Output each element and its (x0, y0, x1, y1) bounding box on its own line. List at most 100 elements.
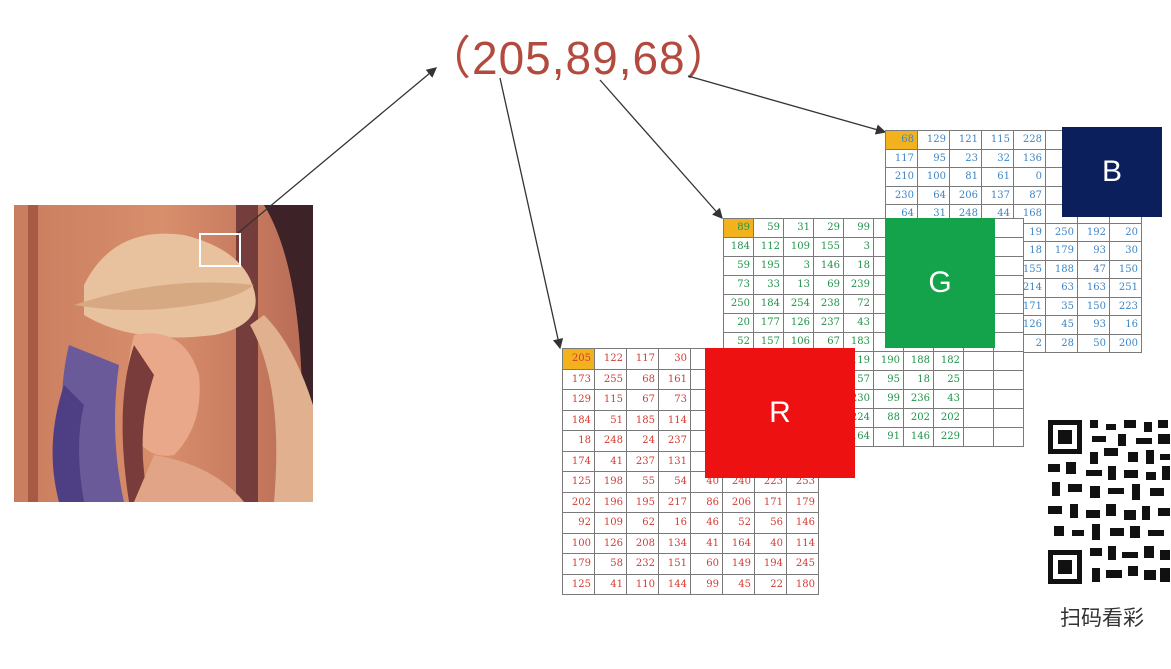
r-pixel-cell: 99 (690, 573, 723, 595)
b-pixel-cell: 188 (1045, 259, 1078, 279)
g-pixel-cell: 239 (843, 275, 874, 295)
r-pixel-cell: 62 (626, 512, 659, 534)
r-pixel-cell: 195 (626, 491, 659, 513)
r-pixel-cell: 41 (594, 573, 627, 595)
r-pixel-cell: 237 (658, 430, 691, 452)
g-pixel-cell: 254 (783, 294, 814, 314)
r-pixel-cell: 114 (786, 532, 819, 554)
g-pixel-cell: 88 (873, 408, 904, 428)
r-pixel-cell: 179 (786, 491, 819, 513)
selected-pixel-box (199, 233, 241, 267)
g-pixel-cell: 112 (753, 237, 784, 257)
r-pixel-cell: 52 (722, 512, 755, 534)
b-pixel-cell: 228 (1013, 130, 1046, 150)
r-pixel-cell: 151 (658, 553, 691, 575)
g-pixel-cell: 250 (723, 294, 754, 314)
g-pixel-cell: 29 (813, 218, 844, 238)
g-pixel-cell (993, 427, 1024, 447)
g-pixel-cell: 202 (903, 408, 934, 428)
b-pixel-cell: 206 (949, 185, 982, 205)
g-pixel-cell: 43 (933, 389, 964, 409)
r-pixel-cell: 232 (626, 553, 659, 575)
r-pixel-cell: 115 (594, 389, 627, 411)
r-pixel-cell: 206 (722, 491, 755, 513)
g-pixel-cell (963, 370, 994, 390)
g-pixel-cell (963, 351, 994, 371)
g-pixel-cell (993, 256, 1024, 276)
b-pixel-cell: 87 (1013, 185, 1046, 205)
r-pixel-cell: 117 (626, 348, 659, 370)
b-pixel-cell: 81 (949, 167, 982, 187)
r-pixel-cell: 255 (594, 368, 627, 390)
b-pixel-cell: 20 (1109, 222, 1142, 242)
g-pixel-cell: 184 (723, 237, 754, 257)
g-pixel-cell: 18 (843, 256, 874, 276)
g-pixel-cell: 18 (903, 370, 934, 390)
blue-channel-label: B (1062, 127, 1162, 217)
r-pixel-cell: 67 (626, 389, 659, 411)
b-pixel-cell: 64 (917, 185, 950, 205)
r-pixel-cell: 41 (690, 532, 723, 554)
b-pixel-cell: 0 (1013, 167, 1046, 187)
g-pixel-cell: 31 (783, 218, 814, 238)
arrow-to-b (687, 75, 887, 135)
g-pixel-cell: 59 (723, 256, 754, 276)
g-pixel-cell (993, 370, 1024, 390)
b-pixel-cell: 115 (981, 130, 1014, 150)
g-pixel-cell: 146 (813, 256, 844, 276)
r-pixel-cell: 134 (658, 532, 691, 554)
g-pixel-cell: 89 (723, 218, 754, 238)
b-pixel-cell: 30 (1109, 241, 1142, 261)
g-pixel-cell: 237 (813, 313, 844, 333)
r-pixel-cell: 184 (562, 409, 595, 431)
r-pixel-cell: 198 (594, 471, 627, 493)
r-pixel-cell: 202 (562, 491, 595, 513)
r-pixel-cell: 86 (690, 491, 723, 513)
r-pixel-cell: 180 (786, 573, 819, 595)
g-pixel-cell: 73 (723, 275, 754, 295)
r-pixel-cell: 73 (658, 389, 691, 411)
b-pixel-cell: 23 (949, 148, 982, 168)
r-pixel-cell: 110 (626, 573, 659, 595)
r-pixel-cell: 248 (594, 430, 627, 452)
g-pixel-cell: 190 (873, 351, 904, 371)
r-pixel-cell: 205 (562, 348, 595, 370)
g-pixel-cell: 155 (813, 237, 844, 257)
g-pixel-cell: 236 (903, 389, 934, 409)
r-pixel-cell: 56 (754, 512, 787, 534)
r-pixel-cell: 196 (594, 491, 627, 513)
r-pixel-cell: 149 (722, 553, 755, 575)
g-pixel-cell: 188 (903, 351, 934, 371)
r-pixel-cell: 237 (626, 450, 659, 472)
b-pixel-cell: 32 (981, 148, 1014, 168)
portrait-illustration (14, 205, 313, 502)
g-pixel-cell: 43 (843, 313, 874, 333)
r-pixel-cell: 16 (658, 512, 691, 534)
g-pixel-cell: 177 (753, 313, 784, 333)
g-pixel-cell (993, 313, 1024, 333)
b-pixel-cell: 95 (917, 148, 950, 168)
r-pixel-cell: 54 (658, 471, 691, 493)
r-pixel-cell: 217 (658, 491, 691, 513)
g-pixel-cell (963, 427, 994, 447)
r-pixel-cell: 126 (594, 532, 627, 554)
g-pixel-cell (993, 351, 1024, 371)
b-pixel-cell: 200 (1109, 333, 1142, 353)
g-pixel-cell: 91 (873, 427, 904, 447)
r-pixel-cell: 131 (658, 450, 691, 472)
g-pixel-cell (993, 332, 1024, 352)
b-pixel-cell: 16 (1109, 315, 1142, 335)
b-pixel-cell: 150 (1109, 259, 1142, 279)
r-pixel-cell: 45 (722, 573, 755, 595)
g-pixel-cell (993, 294, 1024, 314)
b-pixel-cell: 223 (1109, 296, 1142, 316)
r-pixel-cell: 109 (594, 512, 627, 534)
b-pixel-cell: 47 (1077, 259, 1110, 279)
qr-code[interactable] (1046, 418, 1171, 588)
r-pixel-cell: 245 (786, 553, 819, 575)
r-pixel-cell: 129 (562, 389, 595, 411)
r-pixel-cell: 51 (594, 409, 627, 431)
